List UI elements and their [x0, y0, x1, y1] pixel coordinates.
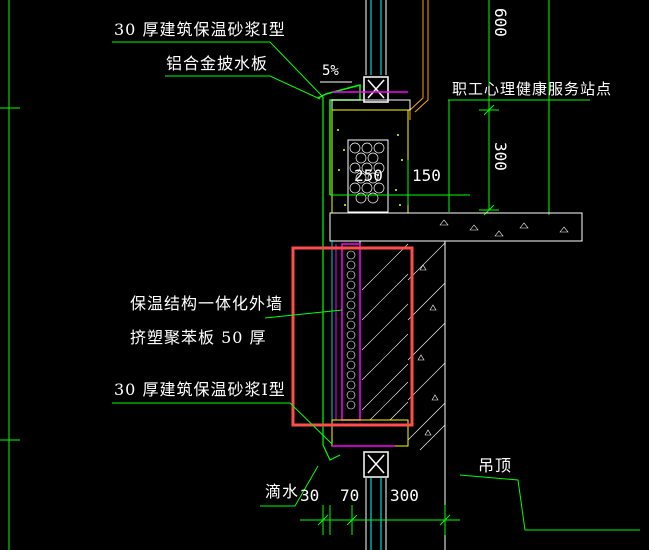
highlight-box	[291, 246, 414, 427]
inner-trim-line	[409, 0, 424, 120]
slab-hatch	[439, 219, 569, 237]
dim-250: 250	[354, 166, 383, 185]
dim-600: 600	[491, 8, 510, 37]
wall-hatch	[361, 242, 446, 451]
label-wall-system: 保温结构一体化外墙	[130, 294, 284, 313]
upper-window-frame	[363, 0, 389, 103]
xps-board	[341, 243, 361, 421]
floor-slab	[329, 212, 583, 242]
drip-edge	[322, 444, 341, 461]
label-room-name: 职工心理健康服务站点	[452, 80, 613, 98]
label-mortar-top: 30 厚建筑保温砂浆I型	[114, 20, 286, 39]
label-drip: 滴水	[265, 482, 300, 501]
bottom-dim	[300, 505, 460, 535]
label-slope: 5%	[322, 63, 339, 79]
lower-window-frame	[363, 451, 389, 550]
label-ceiling: 吊顶	[478, 456, 513, 475]
mortar-dots	[337, 129, 403, 206]
dim-150: 150	[412, 166, 441, 185]
wall-aggregate	[417, 264, 439, 436]
dim-30: 30	[300, 486, 320, 505]
dim-300-vertical: 300	[491, 142, 510, 171]
insulation-hatch-top	[349, 142, 385, 204]
label-flashing: 铝合金披水板	[166, 54, 269, 73]
dim-70: 70	[340, 486, 360, 505]
leader-lines	[112, 41, 640, 531]
insulation-hatch-wall	[346, 250, 356, 410]
dim-300: 300	[390, 486, 419, 505]
label-mortar-bottom: 30 厚建筑保温砂浆I型	[114, 380, 286, 399]
lintel-block	[331, 109, 409, 214]
label-xps-board: 挤塑聚苯板 50 厚	[130, 328, 267, 347]
